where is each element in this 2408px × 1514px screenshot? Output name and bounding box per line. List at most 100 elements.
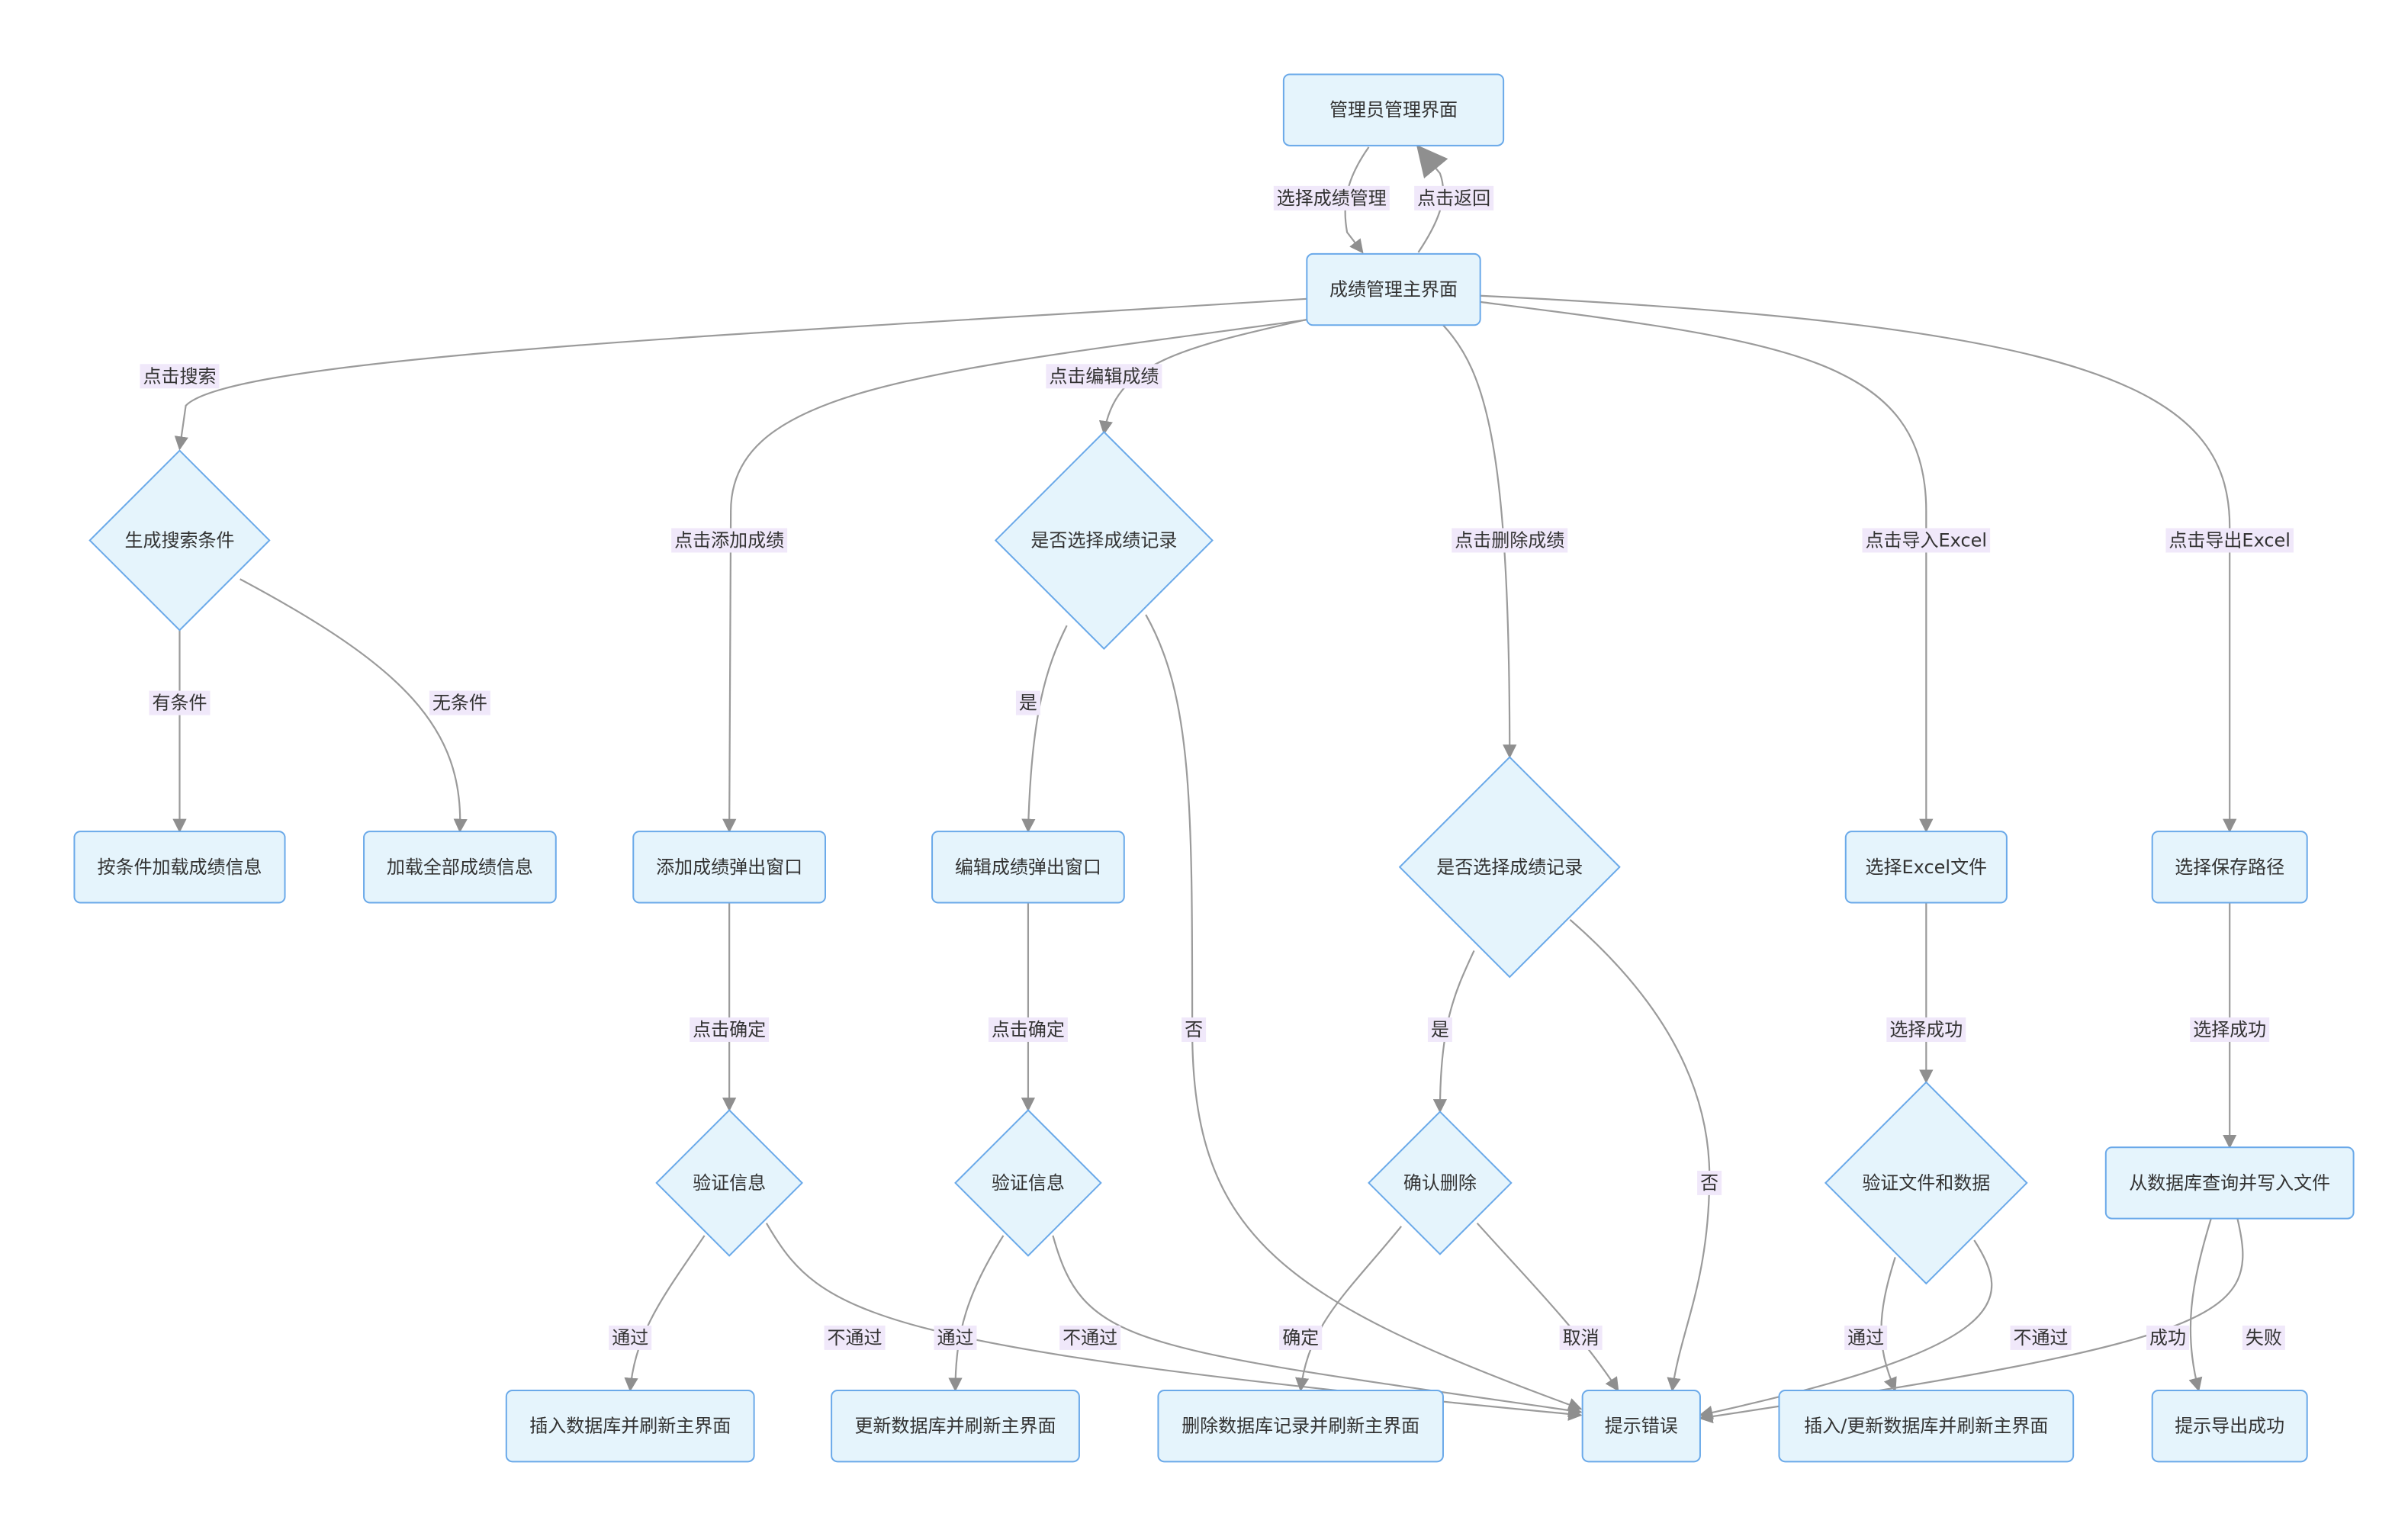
edge-del_select-to-error [1570,920,1709,1392]
node-label: 选择Excel文件 [1866,857,1988,878]
edge-label-background [1886,1017,1966,1042]
node-edit-update: 更新数据库并刷新主界面 [831,1389,1080,1463]
edge-label-background [1414,185,1494,211]
node-label: 插入数据库并刷新主界面 [529,1416,731,1437]
edge-label-text: 通过 [1847,1327,1884,1348]
process-box [2151,831,2308,904]
edge-labels-layer: 选择成绩管理点击返回点击搜索有条件无条件点击添加成绩点击确定通过不通过点击编辑成… [140,185,2294,1350]
decision-diamond [994,430,1214,650]
edge-label-main-to-add_popup: 点击添加成绩 [671,528,788,553]
node-edit-select: 是否选择成绩记录 [994,430,1214,650]
edge-label-background [2242,1325,2285,1350]
process-box [831,1389,1080,1463]
edge-exp_write-to-error [1699,1219,2242,1424]
process-box [2151,1389,2308,1463]
node-load-cond: 按条件加载成绩信息 [73,831,286,904]
process-box [1844,831,2008,904]
edge-label-edit_verify-to-edit_update: 通过 [934,1325,977,1350]
edge-label-main-to-exp_path: 点击导出Excel [2165,528,2294,553]
edge-label-background [1862,528,1991,553]
edge-label-background [2190,1017,2270,1042]
edge-del_select-to-del_confirm [1432,950,1474,1114]
node-exp-path: 选择保存路径 [2151,831,2308,904]
edge-main-to-imp_file [1480,302,1934,833]
node-add-insert: 插入数据库并刷新主界面 [505,1389,755,1463]
edge-label-text: 点击搜索 [143,365,216,387]
edge-label-background [988,1017,1068,1042]
node-label: 是否选择成绩记录 [1436,857,1583,878]
edge-label-background [609,1325,652,1350]
decision-diamond [88,449,271,632]
edge-label-del_confirm-to-del_exec: 确定 [1279,1325,1323,1350]
edge-label-main-to-imp_file: 点击导入Excel [1862,528,1991,553]
edge-main-to-search_cond [174,299,1307,451]
edge-label-main-to-edit_select: 点击编辑成绩 [1046,364,1162,389]
edge-label-background [690,1017,770,1042]
node-search-cond: 生成搜索条件 [88,449,271,632]
node-label: 插入/更新数据库并刷新主界面 [1804,1416,2048,1437]
edge-label-edit_select-to-error: 否 [1181,1017,1207,1042]
node-imp-verify: 验证文件和数据 [1824,1081,2028,1285]
node-main: 成绩管理主界面 [1306,252,1481,326]
node-add-popup: 添加成绩弹出窗口 [632,831,826,904]
edge-label-main-to-search_cond: 点击搜索 [140,364,220,389]
edge-label-background [1273,185,1390,211]
node-del-confirm: 确认删除 [1368,1111,1513,1255]
edge-search_cond-to-load_all [240,579,468,833]
edge-exp_write-to-exp_ok [2188,1219,2211,1392]
process-box [73,831,286,904]
edge-label-text: 点击确定 [992,1019,1065,1040]
node-label: 是否选择成绩记录 [1030,529,1177,551]
edge-edit_select-to-error [1146,615,1583,1412]
edge-label-imp_file-to-imp_verify: 选择成功 [1886,1017,1966,1042]
edge-label-text: 点击删除成绩 [1455,529,1564,551]
edge-label-text: 否 [1185,1019,1203,1040]
node-error: 提示错误 [1581,1389,1701,1463]
node-label: 加载全部成绩信息 [387,857,533,878]
edge-label-background [1427,1017,1452,1042]
edge-label-add_verify-to-add_insert: 通过 [609,1325,652,1350]
edge-imp_verify-to-imp_exec [1881,1257,1895,1392]
edge-label-background [1279,1325,1323,1350]
edge-label-imp_verify-to-imp_exec: 通过 [1844,1325,1888,1350]
edge-add_verify-to-error [767,1223,1583,1421]
edge-label-background [149,690,211,715]
node-label: 编辑成绩弹出窗口 [955,857,1101,878]
decision-diamond [954,1109,1102,1257]
edge-imp_verify-to-error [1699,1240,1992,1419]
edge-label-edit_popup-to-edit_verify: 点击确定 [988,1017,1068,1042]
edge-label-del_confirm-to-error: 取消 [1559,1325,1603,1350]
edge-label-text: 选择成功 [1889,1019,1963,1040]
edge-label-background [140,364,220,389]
edge-label-exp_write-to-error: 失败 [2242,1325,2285,1350]
edge-label-background [1181,1017,1207,1042]
edge-label-text: 点击导入Excel [1866,529,1988,551]
process-box [363,831,557,904]
edge-label-text: 失败 [2246,1327,2282,1348]
node-label: 提示导出成功 [2175,1416,2284,1437]
node-del-exec: 删除数据库记录并刷新主界面 [1157,1389,1444,1463]
node-add-verify: 验证信息 [655,1109,803,1257]
process-box [1157,1389,1444,1463]
node-edit-popup: 编辑成绩弹出窗口 [931,831,1125,904]
edge-label-text: 是 [1019,693,1037,714]
node-label: 生成搜索条件 [124,529,234,551]
node-label: 验证信息 [992,1172,1065,1194]
edge-del_confirm-to-error [1477,1223,1619,1392]
edge-label-background [1015,690,1040,715]
node-admin: 管理员管理界面 [1282,73,1505,146]
edge-label-del_select-to-error: 否 [1697,1170,1722,1195]
process-box [632,831,826,904]
edge-label-text: 不通过 [828,1327,883,1348]
node-label: 选择保存路径 [2175,857,2284,878]
node-label: 从数据库查询并写入文件 [2129,1172,2330,1194]
node-label: 按条件加载成绩信息 [97,857,262,878]
edge-label-text: 通过 [612,1327,648,1348]
edge-label-text: 有条件 [152,693,207,714]
process-box [931,831,1125,904]
edge-label-text: 点击导出Excel [2168,529,2291,551]
node-exp-write: 从数据库查询并写入文件 [2104,1146,2355,1220]
edge-label-text: 通过 [937,1327,974,1348]
